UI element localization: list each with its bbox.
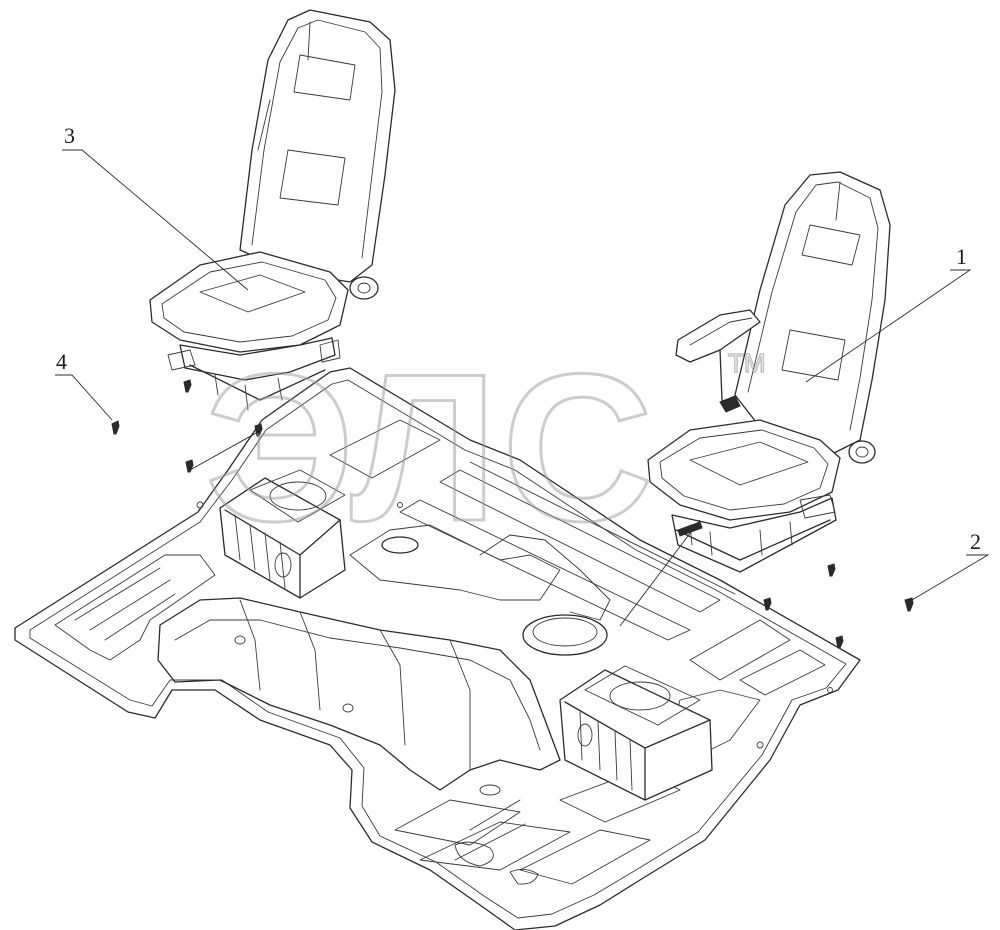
leader-line-1 bbox=[805, 269, 972, 383]
callout-3: 3 bbox=[64, 123, 75, 148]
bolt-2b bbox=[827, 563, 836, 577]
watermark-text: ЭЛС bbox=[205, 330, 657, 565]
seat-assembly-3 bbox=[149, 9, 396, 411]
watermark-logo: ЭЛС TM bbox=[204, 329, 767, 567]
bolt-2d bbox=[835, 635, 844, 649]
fastener-bolts bbox=[111, 379, 914, 649]
bolt-2a bbox=[904, 597, 914, 612]
callout-4: 4 bbox=[56, 349, 67, 374]
leader-line-2 bbox=[911, 554, 990, 601]
bolt-4b bbox=[183, 379, 192, 393]
cab-floor-panel bbox=[14, 367, 861, 930]
leader-line-4-to-floor bbox=[189, 431, 259, 471]
leader-line-3 bbox=[62, 149, 249, 291]
seat-assembly-1 bbox=[647, 171, 891, 573]
leader-lines bbox=[55, 149, 990, 627]
bolt-4c bbox=[185, 459, 194, 473]
leader-line-4 bbox=[55, 374, 113, 421]
bolt-2c bbox=[763, 597, 772, 611]
leader-line-2-to-seat bbox=[619, 519, 701, 627]
callout-2: 2 bbox=[970, 529, 981, 554]
callout-1: 1 bbox=[956, 244, 967, 269]
watermark-tm: TM bbox=[728, 348, 766, 378]
bolt-4a bbox=[111, 420, 120, 435]
callout-labels: 1 2 3 4 bbox=[56, 123, 981, 554]
